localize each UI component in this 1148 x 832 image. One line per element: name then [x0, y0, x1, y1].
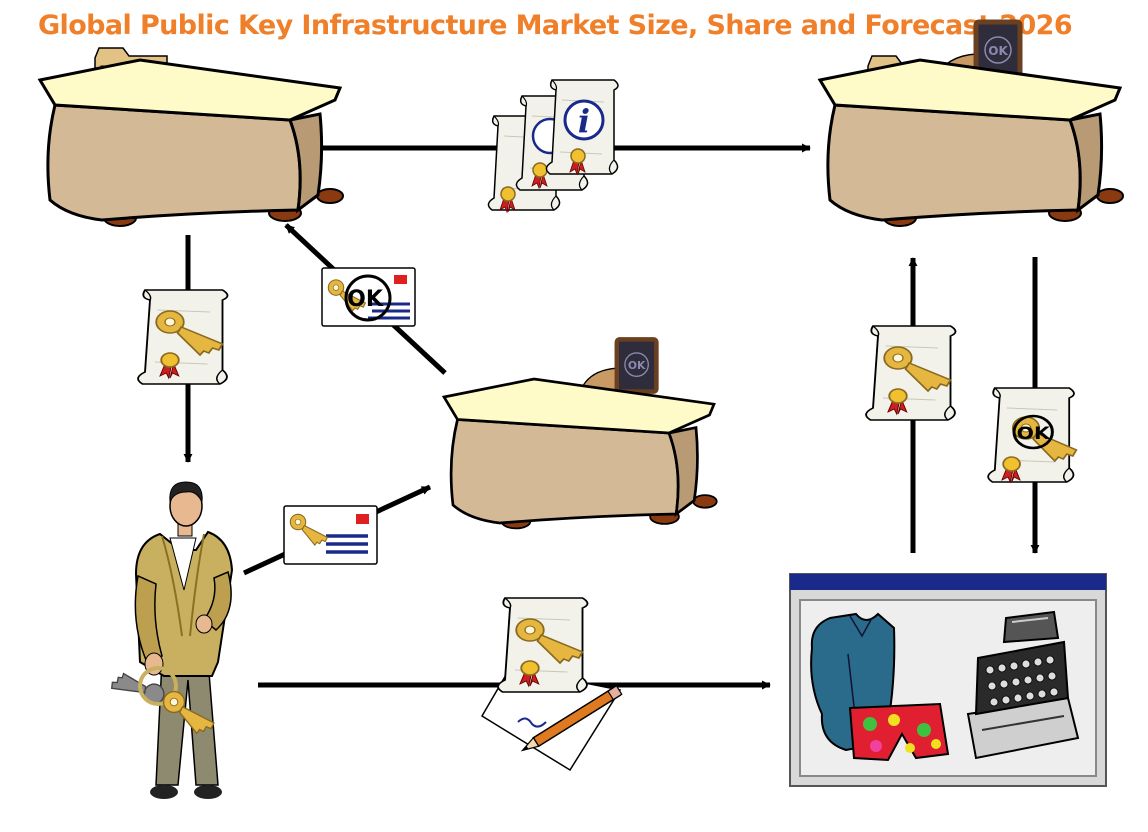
signed-key-certificate-icon [480, 598, 623, 772]
shop-window-icon [789, 573, 1107, 787]
info-certificate-scrolls-icon: i [487, 79, 619, 213]
cert-ok-label: OK [1017, 425, 1052, 444]
stamp-ok-label-center: OK [628, 359, 646, 372]
key-certificate-icon [138, 290, 227, 384]
envelope-ok-label: OK [347, 287, 384, 312]
page-title: Global Public Key Infrastructure Market … [38, 10, 1073, 41]
desk-with-folder-and-stamp-icon: OK [818, 19, 1125, 228]
key-envelope-icon [283, 505, 378, 565]
businessman-with-keys-icon [110, 481, 234, 799]
stamp-ok-label-right: OK [988, 44, 1008, 58]
desk-with-folder-icon [38, 47, 345, 228]
ok-envelope-icon: OK [321, 267, 416, 327]
key-certificate-icon-right [866, 326, 955, 420]
ok-key-certificate-icon: OK [987, 387, 1078, 483]
info-label: i [578, 102, 590, 140]
desk-with-stamp-icon: OK [442, 337, 719, 530]
